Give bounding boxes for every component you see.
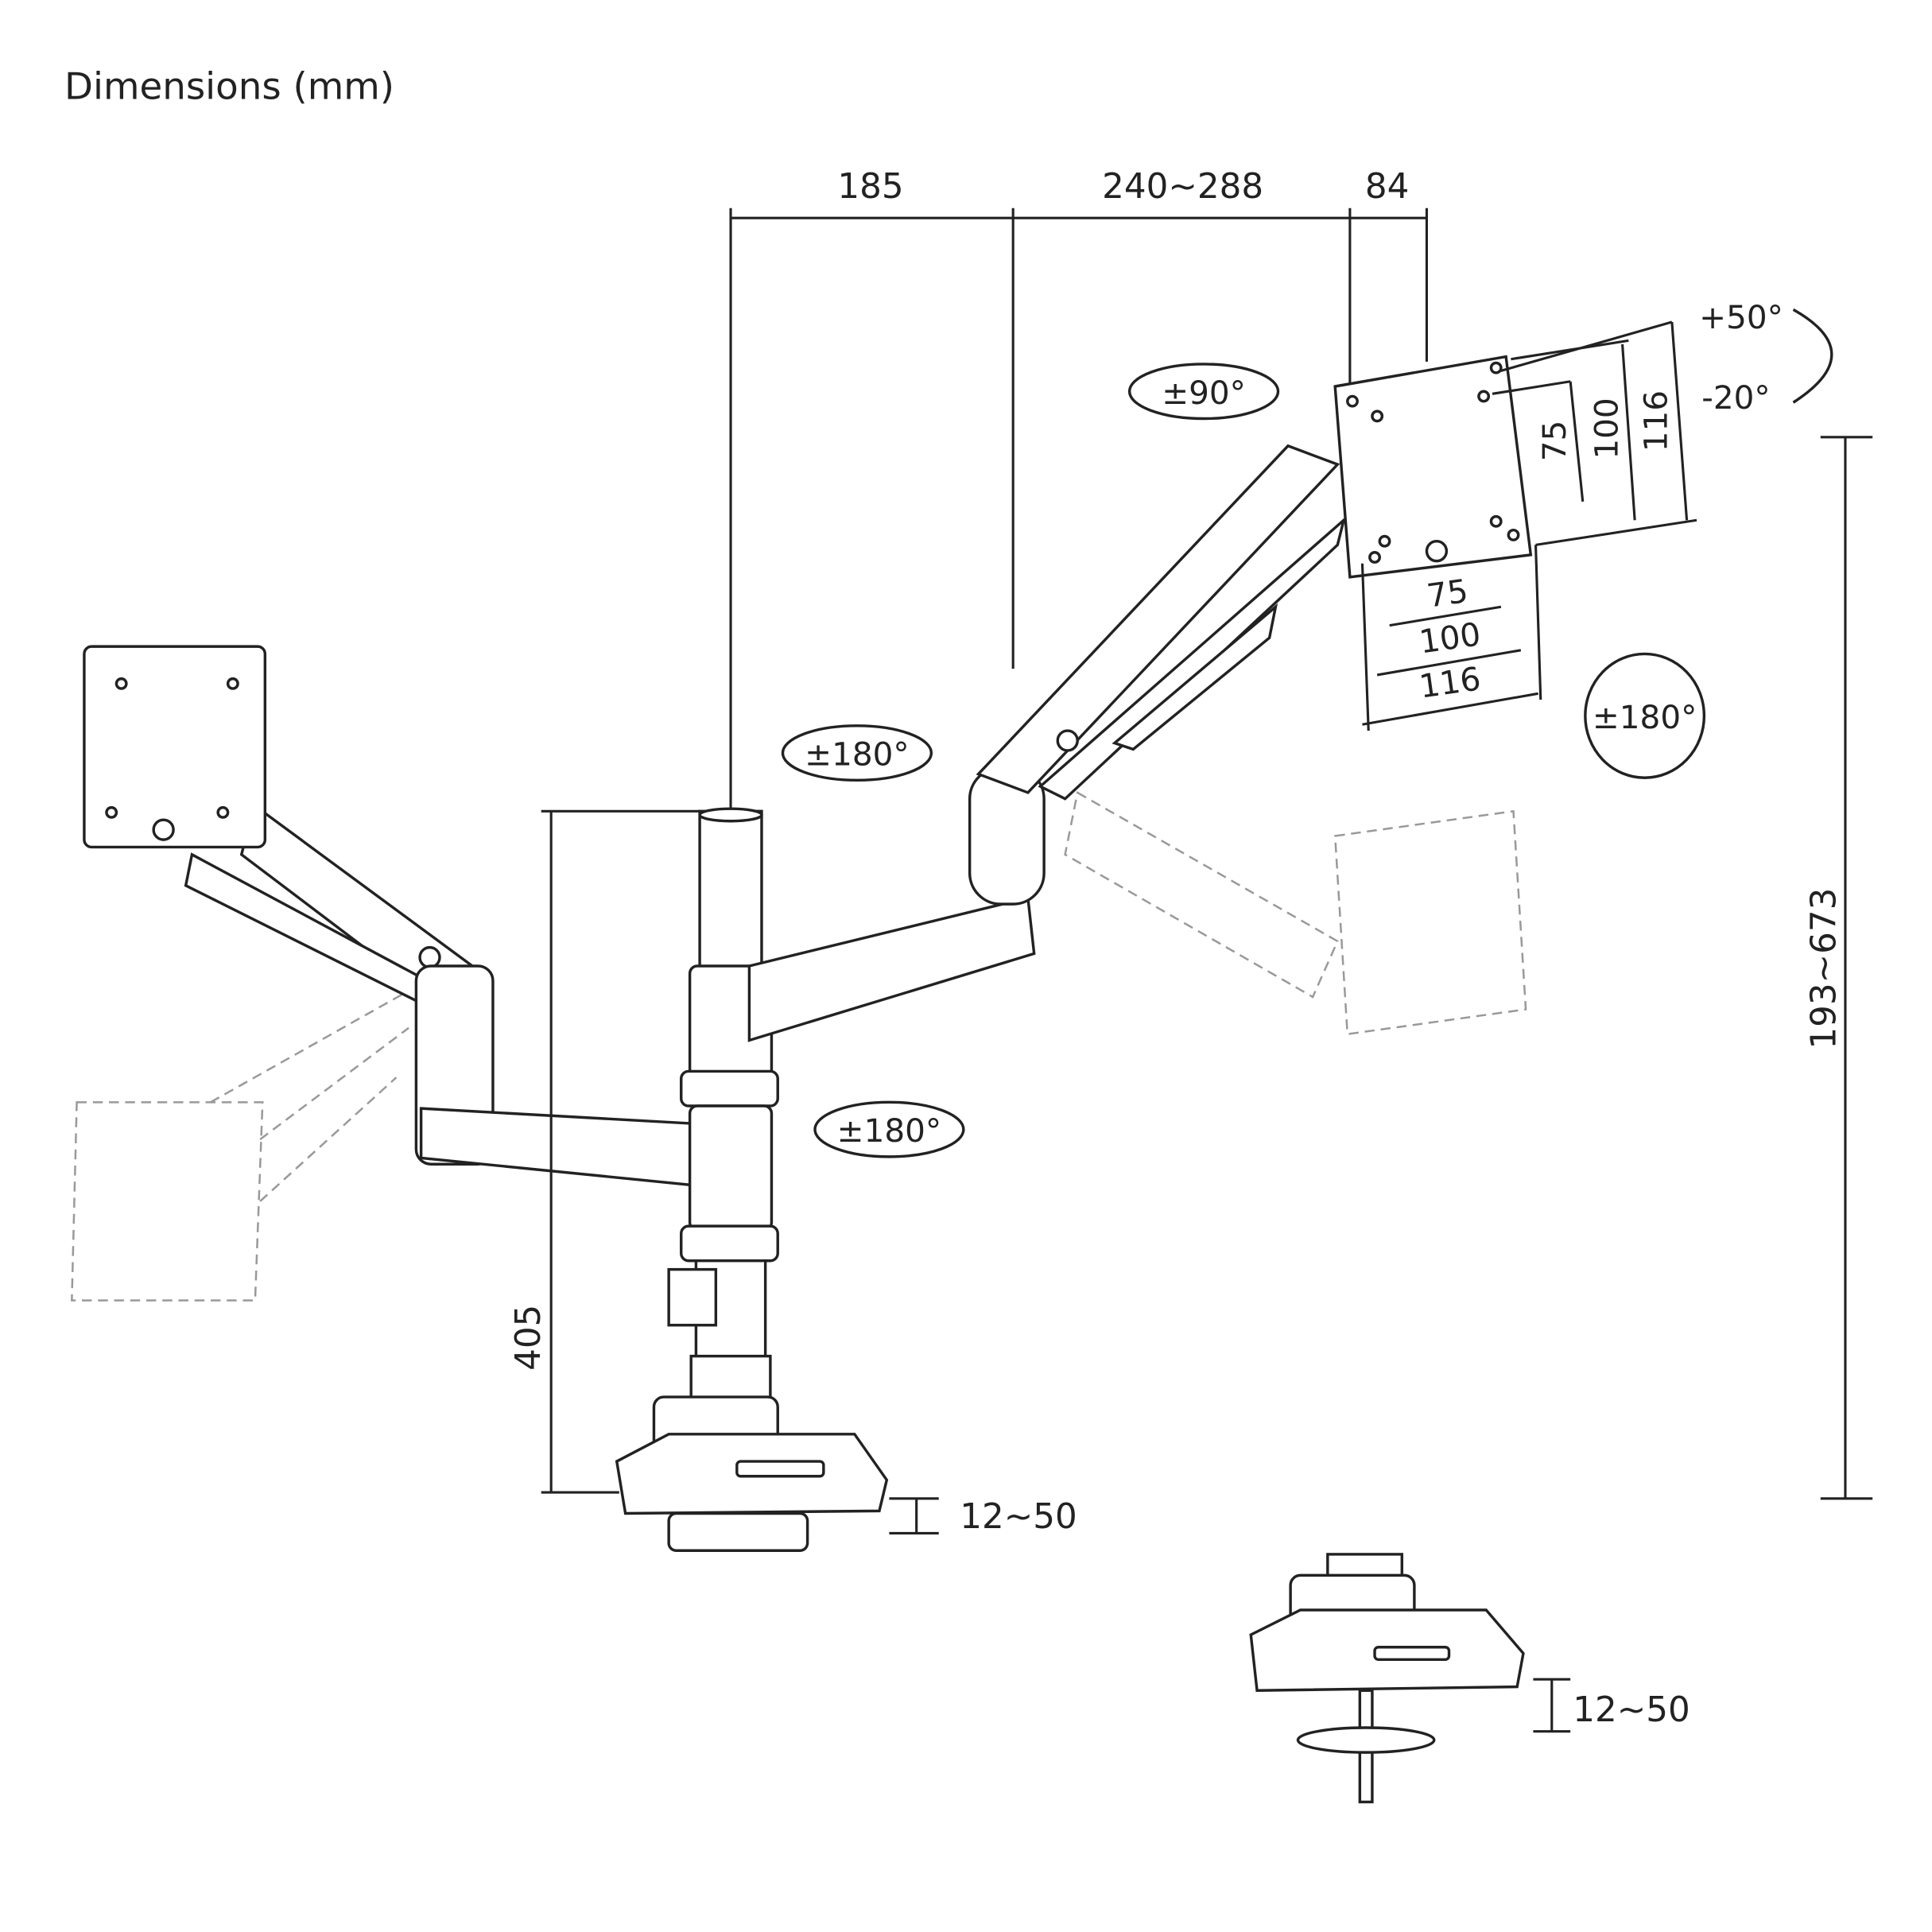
vesa-h-100: 100 (1417, 615, 1483, 661)
vesa-v-100: 100 (1587, 398, 1625, 459)
vesa-h-75: 75 (1425, 572, 1471, 615)
pole-and-clamp (615, 807, 1036, 1552)
tilt-arrow-icon (1792, 308, 1833, 404)
dim-84: 84 (1365, 167, 1410, 207)
diagram-title: Dimensions (mm) (64, 66, 394, 109)
dim-405: 405 (509, 1305, 549, 1371)
vesa-v-75: 75 (1535, 421, 1573, 462)
vesa-v-116: 116 (1637, 390, 1675, 452)
dim-clamp-12-50: 12~50 (960, 1497, 1077, 1537)
left-vesa-plate (83, 645, 267, 849)
rotate-monitor-arrow-icon (1584, 652, 1706, 779)
dim-185: 185 (837, 167, 903, 207)
rotate-lower-arm-label: ±180° (837, 1111, 942, 1150)
right-vesa-plate (1333, 355, 1533, 579)
height-dimension-lines (541, 436, 1873, 1534)
swivel-head-arrow-icon (1127, 363, 1280, 421)
dim-193-673: 193~673 (1805, 888, 1845, 1049)
tilt-down-label: -20° (1701, 378, 1770, 417)
ghost-left-monitor (71, 990, 409, 1302)
grommet-base (1249, 1553, 1571, 1804)
tilt-up-label: +50° (1699, 298, 1783, 336)
vesa-dimension-lines (1360, 320, 1697, 731)
dim-grommet-12-50: 12~50 (1573, 1690, 1690, 1730)
rotate-monitor-label: ±180° (1593, 698, 1697, 736)
top-dimension-lines (729, 208, 1429, 812)
rotate-lower-arm-arrow-icon (813, 1100, 965, 1158)
vesa-h-116: 116 (1417, 659, 1483, 705)
ghost-right-monitor (1064, 790, 1527, 1036)
rotate-upper-arm-arrow-icon (781, 724, 933, 782)
dim-240-288: 240~288 (1102, 167, 1263, 207)
right-monitor-arm (968, 355, 1533, 906)
left-monitor-arm (83, 645, 757, 1193)
swivel-head-label: ±90° (1162, 374, 1246, 412)
rotate-upper-arm-label: ±180° (805, 735, 909, 774)
